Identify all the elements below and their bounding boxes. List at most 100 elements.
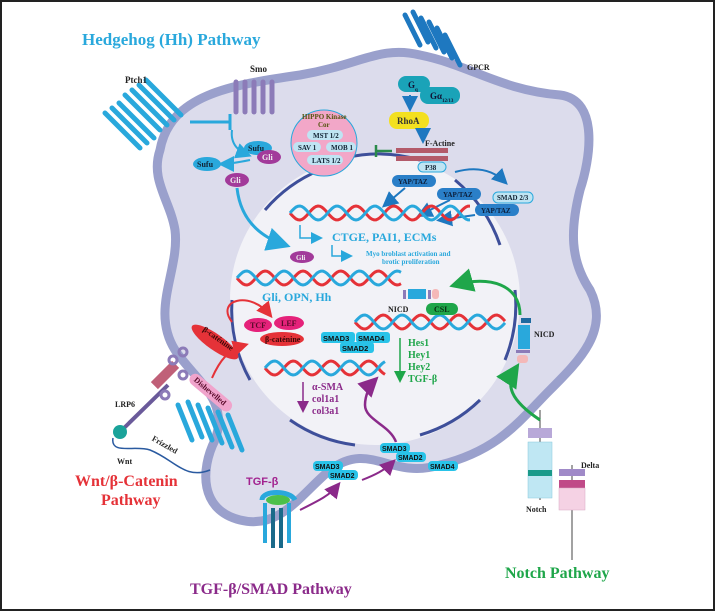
tgf-target-col3a1: col3a1	[312, 406, 339, 417]
dishevelled-protein	[189, 373, 233, 412]
myofibroblast-label-1: Myo broblast activation and	[366, 250, 451, 258]
tcf-protein	[244, 318, 272, 332]
ga-label: Gα	[430, 91, 442, 101]
arrow-dna-targets	[299, 225, 323, 244]
smad4-active-label: SMAD4	[430, 464, 455, 471]
arrow-dna-myofibroblast	[331, 245, 353, 262]
lats-box	[307, 155, 343, 165]
yap-taz-3	[475, 204, 519, 216]
delta-label: Delta	[581, 461, 599, 470]
smad23-box	[492, 191, 534, 204]
sav-label: SAV 1	[298, 144, 317, 152]
wnt-label: Wnt	[117, 457, 132, 466]
inhibition-actin-hippo	[374, 145, 392, 157]
notch-pathway-title: Notch Pathway	[505, 565, 609, 582]
arrow-yap1-nucleus	[381, 187, 406, 208]
gli-nuclear-label: Gli	[296, 254, 305, 262]
csl-protein	[426, 303, 458, 315]
csl-label: CSL	[434, 305, 450, 314]
wnt-pathway-title-2: Pathway	[101, 492, 161, 509]
rhoa-label: RhoA	[397, 116, 420, 126]
sufu-free	[193, 157, 221, 171]
inhibition-ptch1-smo	[190, 114, 232, 130]
nucleus	[230, 155, 520, 445]
delta-ligand	[558, 465, 586, 560]
dna-helix-tgf	[263, 359, 386, 377]
beta-catenin-nuclear-label: β-caténine	[265, 335, 301, 344]
wnt-tether	[112, 437, 211, 474]
yap-taz-1-label: YAP/TAZ	[398, 178, 428, 186]
mob-label: MOB 1	[331, 144, 353, 152]
tgf-target-col1a1: col1a1	[312, 394, 339, 405]
sufu-bound-label: Sufu	[248, 144, 265, 153]
lrp6-label: LRP6	[115, 400, 135, 409]
tgf-target-asma: α-SMA	[312, 382, 344, 393]
arrow-yap-smad	[454, 167, 508, 185]
gq-sub-label: q	[415, 88, 418, 93]
nicd-cytoplasmic-label: NICD	[534, 330, 555, 339]
gli-nuclear	[290, 251, 314, 263]
rhoa-protein	[389, 112, 429, 129]
dna-helix-notch	[353, 313, 507, 331]
smad3-nuclear-label: SMAD3	[323, 334, 349, 343]
factine-label: F-Actine	[425, 139, 455, 148]
lef-label: LEF	[281, 319, 297, 328]
smad2-active-label: SMAD2	[398, 455, 423, 462]
lef-protein	[274, 316, 304, 330]
f-actin-filaments	[396, 148, 448, 161]
mob-box	[326, 142, 356, 152]
smad23-label: SMAD 2/3	[497, 194, 529, 202]
notch-target-hey2: Hey2	[408, 362, 430, 373]
smad-activated-complex	[380, 443, 458, 471]
smo-label: Smo	[250, 64, 268, 74]
notch-label: Notch	[526, 505, 547, 514]
yap-taz-1	[392, 175, 436, 187]
notch-target-tgfb: TGF-β	[408, 374, 437, 385]
smo-receptor	[233, 79, 275, 115]
hippo-title-2: Cor	[318, 121, 330, 129]
mst-box	[307, 130, 343, 140]
ptch1-receptor	[102, 77, 184, 151]
p38-protein	[417, 161, 447, 173]
yap-taz-3-label: YAP/TAZ	[481, 207, 511, 215]
dna-helix-yap	[288, 204, 470, 222]
arrow-smad-nucleus	[357, 376, 398, 443]
myofibroblast-label-2: brotic proliferation	[382, 258, 440, 266]
lats-label: LATS 1/2	[312, 157, 341, 165]
arrow-smad-complex	[361, 459, 396, 481]
nicd-nuclear	[403, 289, 439, 299]
arrow-notch-nicd	[496, 362, 541, 422]
tgf-pathway-title: TGF-β/SMAD Pathway	[190, 581, 352, 598]
smad3-cyto-label: SMAD3	[315, 464, 340, 471]
yap-targets-label: CTGE, PAI1, ECMs	[332, 230, 437, 244]
smad2-nuclear-label: SMAD2	[342, 344, 368, 353]
wnt-pathway-title-1: Wnt/β-Catenin	[75, 473, 178, 490]
smad-nuclear-complex	[321, 332, 390, 353]
notch-target-hey1: Hey1	[408, 350, 430, 361]
hedgehog-targets-label: Gli, OPN, Hh	[262, 290, 332, 304]
tcf-label: TCF	[250, 321, 266, 330]
gq-protein	[398, 76, 430, 92]
smad2-cyto-label: SMAD2	[330, 473, 355, 480]
notch-target-hes1: Hes1	[408, 338, 429, 349]
ga-sub-label: 12/13	[442, 99, 454, 104]
lrp6-decorations	[159, 346, 189, 401]
arrow-nicd-nucleus	[449, 268, 522, 316]
arrow-bcat-nucleus	[226, 299, 273, 323]
arrow-gli-nucleus	[235, 187, 291, 251]
nicd-cytoplasmic	[516, 318, 531, 363]
gli-free-label: Gli	[230, 176, 241, 185]
yap-taz-2	[437, 188, 481, 200]
ga-protein	[420, 87, 460, 104]
dna-helix-hedgehog	[235, 269, 402, 287]
gli-free	[225, 173, 249, 187]
dna-helices	[235, 204, 507, 377]
p38-label: P38	[425, 164, 437, 172]
notch-receptor	[527, 410, 553, 500]
tgf-ligand-label: TGF-β	[246, 476, 279, 488]
beta-catenin-nuclear	[260, 332, 304, 346]
arrow-sufu	[218, 155, 251, 172]
hippo-title: HIPPO Kinase	[302, 113, 347, 121]
